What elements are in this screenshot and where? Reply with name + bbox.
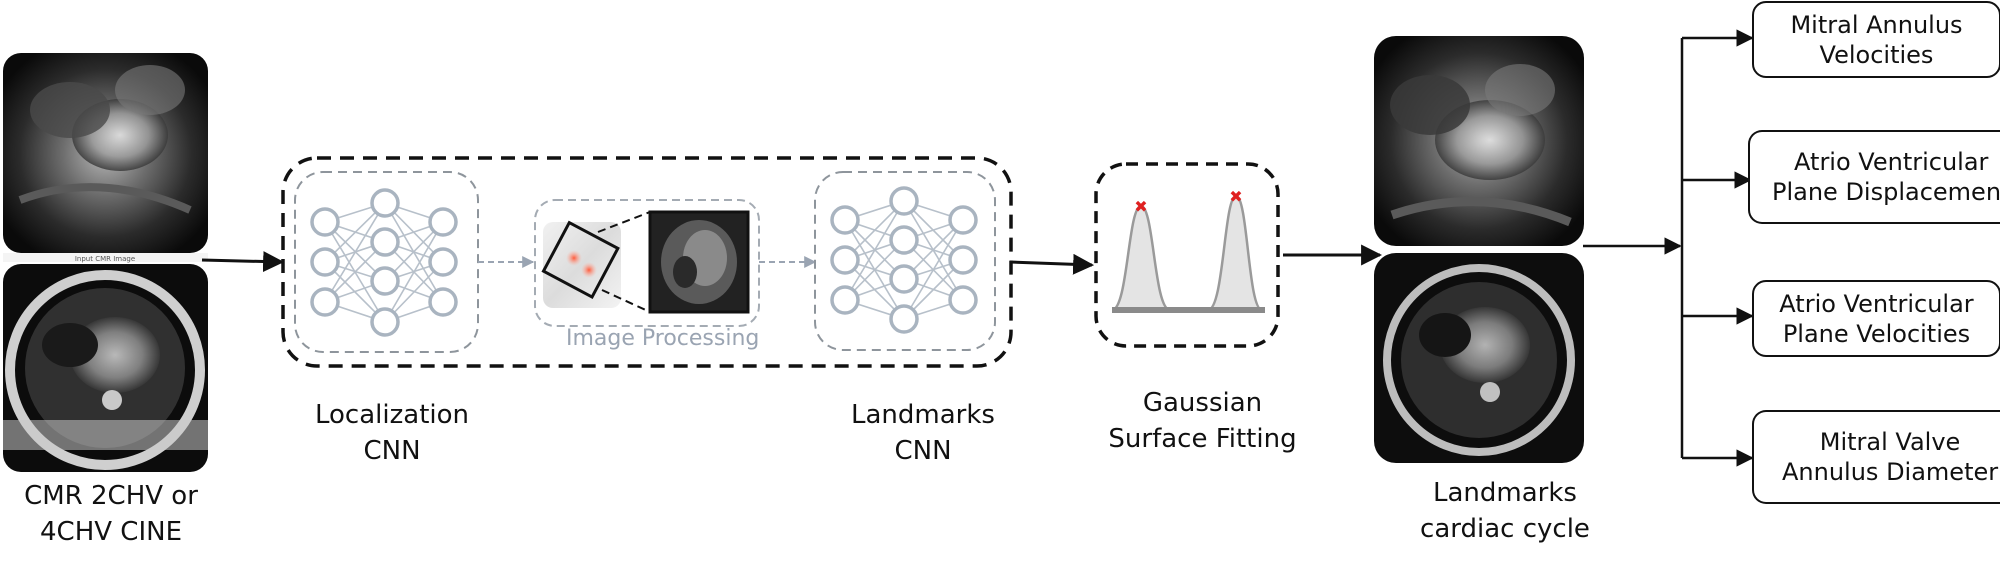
image-processing-block — [534, 199, 760, 327]
gaussian-fitting-label: Gaussian Surface Fitting — [1090, 385, 1315, 457]
arrow-input-to-pipeline — [201, 251, 285, 273]
output-box-4-line1: Mitral Valve — [1819, 428, 1961, 456]
input-caption: CMR 2CHV or 4CHV CINE — [0, 478, 222, 550]
output-box-mitral-annulus-velocities: Mitral Annulus Velocities — [1752, 1, 2000, 78]
localization-cnn-icon — [294, 171, 479, 353]
landmarks-cnn-label-line2: CNN — [894, 436, 952, 466]
localization-cnn-label: Localization CNN — [292, 397, 492, 469]
input-caption-line2: 4CHV CINE — [40, 517, 182, 547]
landmarks-mri-4ch-image — [1374, 253, 1584, 463]
output-box-mitral-valve-annulus-diameter: Mitral Valve Annulus Diameter — [1752, 410, 2000, 504]
landmarks-cardiac-cycle-label: Landmarks cardiac cycle — [1390, 475, 1620, 547]
localization-cnn-label-line1: Localization — [315, 400, 469, 430]
input-image-tiny-label: Input CMR Image — [75, 255, 135, 263]
output-branch-arrows — [1583, 29, 1754, 467]
svg-text:✖: ✖ — [1229, 187, 1242, 206]
output-box-av-plane-velocities: Atrio Ventricular Plane Velocities — [1752, 280, 2000, 357]
landmarks-mri-2ch-image — [1374, 36, 1584, 246]
input-mri-2ch-image: Input CMR Image — [3, 53, 208, 263]
image-processing-label: Image Processing — [566, 326, 760, 351]
gaussian-fitting-label-line2: Surface Fitting — [1108, 424, 1297, 454]
landmarks-cardiac-cycle-line2: cardiac cycle — [1420, 514, 1590, 544]
output-box-1-line1: Mitral Annulus — [1790, 10, 1963, 39]
landmarks-cnn-label: Landmarks CNN — [823, 397, 1023, 469]
output-box-2-line1: Atrio Ventricular — [1794, 148, 1989, 176]
landmarks-cnn-label-line1: Landmarks — [851, 400, 995, 430]
svg-text:✖: ✖ — [1134, 197, 1147, 216]
output-box-3-line2: Plane Velocities — [1782, 319, 1971, 348]
landmarks-cnn-icon — [814, 171, 996, 351]
input-mri-4ch-image — [3, 264, 208, 472]
output-box-2-line2: Plane Displacement — [1772, 178, 2000, 206]
gaussian-fitting-icon: ✖ ✖ — [1094, 162, 1280, 348]
output-box-av-plane-displacement: Atrio Ventricular Plane Displacement — [1748, 130, 2000, 224]
gaussian-fitting-label-line1: Gaussian — [1142, 388, 1263, 418]
arrow-pipeline-to-gaussian — [1009, 253, 1095, 275]
output-box-1-line2: Velocities — [1819, 40, 1934, 69]
landmarks-cardiac-cycle-line1: Landmarks — [1433, 478, 1577, 508]
output-box-4-line2: Annulus Diameter — [1782, 458, 1999, 486]
output-box-3-line1: Atrio Ventricular — [1779, 289, 1974, 318]
localization-cnn-label-line2: CNN — [363, 436, 421, 466]
input-caption-line1: CMR 2CHV or — [24, 481, 198, 511]
